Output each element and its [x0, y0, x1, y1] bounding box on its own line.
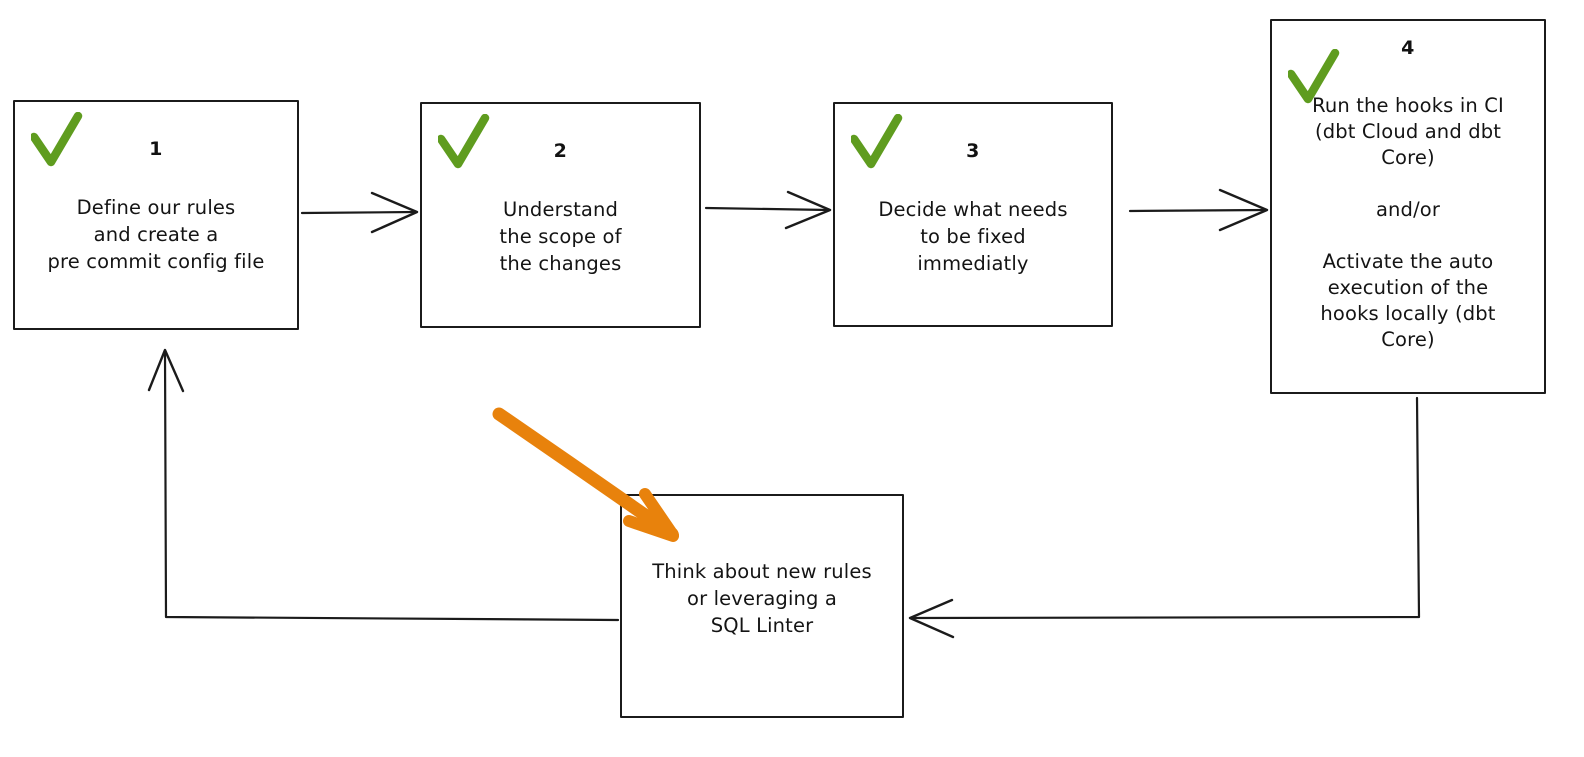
step-text: Understand the scope of the changes [499, 198, 622, 275]
green-check-icon [438, 114, 490, 169]
connector-loopback-step1 [147, 348, 620, 622]
connector-step1-step2 [300, 191, 419, 234]
connector-step4-loopback [908, 396, 1421, 639]
green-check-icon [1288, 49, 1340, 104]
connector-step2-step3 [704, 190, 832, 230]
green-check-icon [851, 114, 903, 169]
flow-node-loop-back[interactable]: Think about new rules or leveraging a SQ… [620, 494, 904, 718]
connector-step3-step4 [1128, 188, 1269, 232]
step-text: Decide what needs to be fixed immediatly [878, 198, 1068, 275]
step-text: Define our rules and create a pre commit… [47, 196, 265, 273]
flow-node-step-2[interactable]: 2 Understand the scope of the changes [420, 102, 701, 328]
loop-back-text: Think about new rules or leveraging a SQ… [652, 560, 872, 637]
step-number: 4 [1401, 37, 1415, 59]
step-text: Run the hooks in CI (dbt Cloud and dbt C… [1312, 94, 1504, 351]
step-number: 3 [966, 140, 980, 162]
flow-node-step-4[interactable]: 4 Run the hooks in CI (dbt Cloud and dbt… [1270, 19, 1546, 394]
flow-node-step-3[interactable]: 3 Decide what needs to be fixed immediat… [833, 102, 1113, 327]
step-number: 1 [149, 138, 163, 160]
step-number: 2 [553, 140, 568, 162]
flow-node-step-1[interactable]: 1 Define our rules and create a pre comm… [13, 100, 299, 330]
green-check-icon [31, 112, 83, 167]
